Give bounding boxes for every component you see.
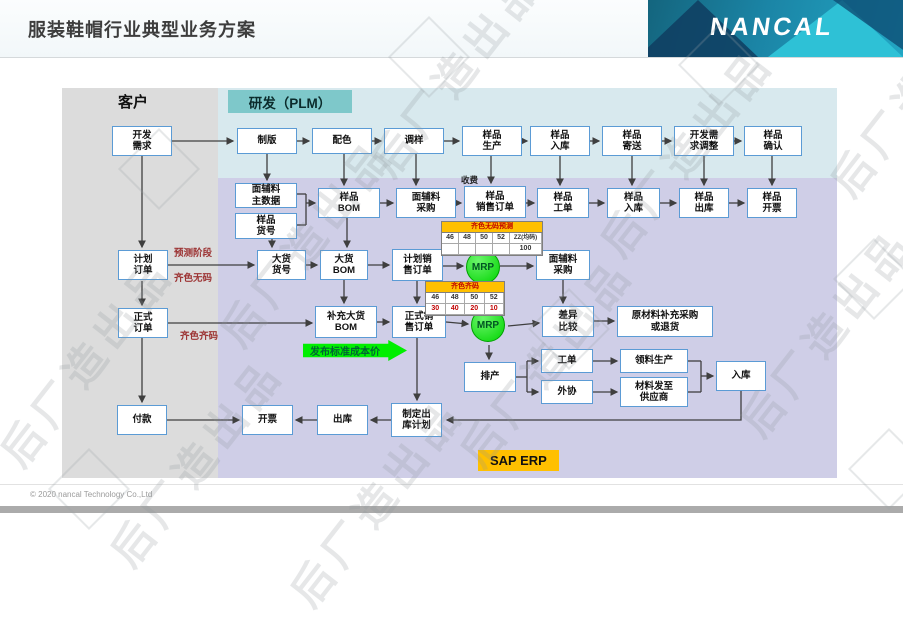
box-difference-compare: 差异 比较 <box>542 306 594 337</box>
table-cell <box>459 244 476 255</box>
box-outsourcing: 外协 <box>541 380 593 404</box>
footer-copyright: © 2020 nancal Technology Co.,Ltd <box>30 490 153 499</box>
box-planned-order: 计划 订单 <box>118 250 168 280</box>
table-cell: 100 <box>510 244 542 255</box>
label-full-color-full-size: 齐色齐码 <box>180 331 219 342</box>
table-cell: 20 <box>465 304 485 315</box>
label-publish-standard-cost: 发布标准成本价 <box>303 340 407 361</box>
box-sample-invoice: 样品 开票 <box>747 188 797 218</box>
nancal-logo: NANCAL <box>708 13 836 41</box>
box-outbound-plan: 制定出 库计划 <box>391 403 442 437</box>
box-sample-confirm: 样品 确认 <box>744 126 802 156</box>
footer-divider <box>0 484 903 485</box>
box-stock-out: 出库 <box>317 405 368 435</box>
box-sample-production: 样品 生产 <box>462 126 522 156</box>
lane-label-plm: 研发（PLM） <box>228 90 352 113</box>
table-col: 46 <box>426 293 446 304</box>
box-sample-outbound: 样品 出库 <box>679 188 729 218</box>
slide-header: 服装鞋帽行业典型业务方案 NANCAL <box>0 0 903 58</box>
box-bulk-bom: 大货 BOM <box>320 250 368 280</box>
box-sample-sales-order: 样品 销售订单 <box>464 186 526 218</box>
table-col: 48 <box>445 293 465 304</box>
box-work-order: 工单 <box>541 349 593 373</box>
box-supplementary-bulk-bom: 补充大货 BOM <box>315 306 377 338</box>
table-col: 48 <box>459 233 476 244</box>
table-col: ZZ(均码) <box>510 233 542 244</box>
box-sample-bom: 样品 BOM <box>318 188 380 218</box>
lane-label-customer: 客户 <box>118 94 149 111</box>
box-production-scheduling: 排产 <box>464 362 516 392</box>
box-payment: 付款 <box>117 405 167 435</box>
box-sample-inbound-1: 样品 入库 <box>530 126 590 156</box>
table-cell: 40 <box>445 304 465 315</box>
box-invoicing: 开票 <box>242 405 293 435</box>
box-sample-item-number: 样品 货号 <box>235 213 297 239</box>
box-sample-inbound-2: 样品 入库 <box>607 188 660 218</box>
watermark-diamond <box>847 427 903 511</box>
table-title: 齐色齐码 <box>426 282 504 293</box>
box-dev-req-adjust: 开发需 求调整 <box>674 126 734 156</box>
box-plate-making: 制版 <box>237 128 297 154</box>
box-fabric-purchase-2: 面辅料 采购 <box>536 250 590 280</box>
table-col: 52 <box>493 233 510 244</box>
box-picking-production: 领料生产 <box>620 349 688 373</box>
box-development-requirement: 开发 需求 <box>112 126 172 156</box>
box-fabric-master-data: 面辅料 主数据 <box>235 183 297 208</box>
box-raw-material-supplement: 原材料补充采购 或退货 <box>617 306 713 337</box>
table-full-size: 齐色齐码 46 48 50 52 30 40 20 10 <box>425 281 505 316</box>
table-col: 50 <box>476 233 493 244</box>
label-forecast-stage: 预测阶段 <box>174 248 213 259</box>
table-cell: 30 <box>426 304 446 315</box>
box-sample-delivery: 样品 寄送 <box>602 126 662 156</box>
box-material-to-supplier: 材料发至 供应商 <box>620 377 688 407</box>
table-cell <box>476 244 493 255</box>
box-formal-order: 正式 订单 <box>118 308 168 338</box>
table-no-size-forecast: 齐色无码预测 46 48 50 52 ZZ(均码) 100 <box>441 221 543 256</box>
table-cell <box>493 244 510 255</box>
table-col: 46 <box>442 233 459 244</box>
footer-bar <box>0 506 903 513</box>
slide-title: 服装鞋帽行业典型业务方案 <box>28 20 256 40</box>
brand-banner: NANCAL <box>648 0 903 57</box>
sap-erp-badge: SAP ERP <box>478 450 559 471</box>
table-title: 齐色无码预测 <box>442 222 542 233</box>
box-planned-sales-order: 计划销 售订单 <box>392 249 443 281</box>
label-full-color-no-size: 齐色无码 <box>174 273 213 284</box>
watermark-diamond <box>832 237 903 321</box>
box-stock-in: 入库 <box>716 361 766 391</box>
table-cell: 10 <box>484 304 504 315</box>
table-col: 52 <box>484 293 504 304</box>
table-col: 50 <box>465 293 485 304</box>
box-coloring: 配色 <box>312 128 372 154</box>
label-charge: 收费 <box>461 175 479 185</box>
box-sample-work-order: 样品 工单 <box>537 188 589 218</box>
box-sample-adjust: 调样 <box>384 128 444 154</box>
box-fabric-purchase-1: 面辅料 采购 <box>396 188 456 218</box>
box-bulk-item-number: 大货 货号 <box>257 250 306 280</box>
table-cell <box>442 244 459 255</box>
